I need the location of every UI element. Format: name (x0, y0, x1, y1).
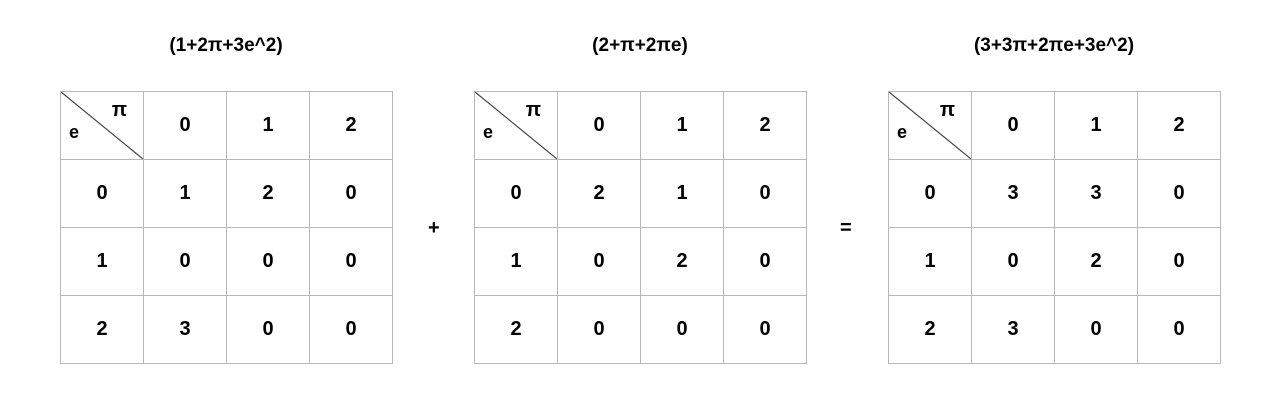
table-cell: 0 (723, 159, 807, 228)
column-header: 1 (1054, 91, 1138, 160)
table-cell: 0 (1137, 159, 1221, 228)
column-header: 0 (971, 91, 1055, 160)
row-header: 2 (60, 295, 144, 364)
column-header: 2 (309, 91, 393, 160)
table-cell: 2 (557, 159, 641, 228)
row-header: 0 (888, 159, 972, 228)
table-3-title: (3+3π+2πe+3e^2) (973, 35, 1135, 56)
table-cell: 0 (971, 227, 1055, 296)
table-cell: 3 (971, 295, 1055, 364)
table-cell: 0 (143, 227, 227, 296)
corner-cell: π e (60, 91, 144, 160)
equals-sign: = (840, 217, 852, 239)
table-cell: 1 (143, 159, 227, 228)
column-header: 1 (226, 91, 310, 160)
row-header: 1 (888, 227, 972, 296)
column-header: 1 (640, 91, 724, 160)
table-1-title: (1+2π+3e^2) (169, 35, 283, 56)
table-cell: 0 (557, 227, 641, 296)
row-axis-label: e (483, 122, 494, 142)
row-header: 1 (60, 227, 144, 296)
row-header: 2 (474, 295, 558, 364)
row-header: 1 (474, 227, 558, 296)
column-axis-label: π (111, 99, 127, 121)
table-cell: 2 (1054, 227, 1138, 296)
diagonal-line (61, 92, 143, 159)
table-cell: 0 (640, 295, 724, 364)
corner-cell: π e (888, 91, 972, 160)
corner-cell: π e (474, 91, 558, 160)
table-cell: 1 (640, 159, 724, 228)
table-cell: 0 (309, 295, 393, 364)
table-cell: 0 (723, 295, 807, 364)
row-axis-label: e (897, 122, 908, 142)
table-cell: 3 (1054, 159, 1138, 228)
table-1: π e 0 1 2 0 1 2 0 1 0 0 0 2 3 0 0 (60, 91, 393, 364)
table-cell: 0 (1137, 295, 1221, 364)
table-2: π e 0 1 2 0 2 1 0 1 0 2 0 2 0 0 0 (474, 91, 807, 364)
table-cell: 0 (309, 227, 393, 296)
column-header: 0 (557, 91, 641, 160)
table-cell: 2 (226, 159, 310, 228)
table-cell: 0 (1137, 227, 1221, 296)
row-header: 2 (888, 295, 972, 364)
row-header: 0 (60, 159, 144, 228)
column-header: 2 (723, 91, 807, 160)
table-cell: 0 (557, 295, 641, 364)
plus-sign: + (428, 217, 440, 239)
column-header: 2 (1137, 91, 1221, 160)
table-cell: 3 (971, 159, 1055, 228)
column-axis-label: π (525, 99, 541, 121)
table-cell: 0 (226, 227, 310, 296)
table-cell: 0 (1054, 295, 1138, 364)
row-axis-label: e (69, 122, 80, 142)
row-header: 0 (474, 159, 558, 228)
table-cell: 3 (143, 295, 227, 364)
column-header: 0 (143, 91, 227, 160)
table-2-title: (2+π+2πe) (592, 35, 688, 56)
table-cell: 0 (309, 159, 393, 228)
diagonal-line (475, 92, 557, 159)
table-cell: 0 (226, 295, 310, 364)
diagonal-line (889, 92, 971, 159)
table-cell: 2 (640, 227, 724, 296)
table-cell: 0 (723, 227, 807, 296)
column-axis-label: π (939, 99, 955, 121)
table-3: π e 0 1 2 0 3 3 0 1 0 2 0 2 3 0 0 (888, 91, 1221, 364)
